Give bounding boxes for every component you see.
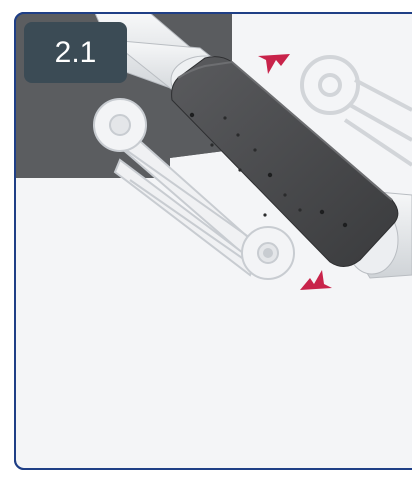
step-number-badge: 2.1	[24, 22, 127, 83]
arrow-in-top	[258, 54, 290, 74]
arrow-in-bottom	[300, 270, 332, 290]
